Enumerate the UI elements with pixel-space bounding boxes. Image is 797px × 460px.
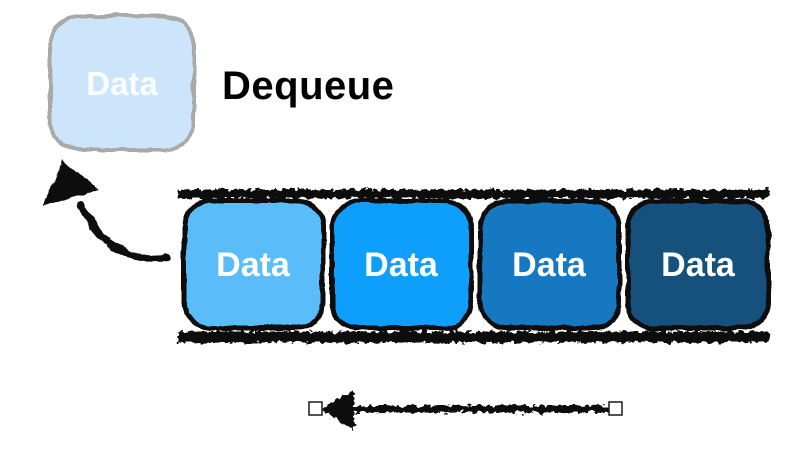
- dequeued-data-label: Data: [86, 65, 158, 102]
- arrow-endpoint-handle-right[interactable]: [608, 401, 623, 416]
- queue-data-box-1: [181, 198, 326, 331]
- arrow-endpoint-handle-left[interactable]: [308, 401, 323, 416]
- queue-data-label-3: Data: [512, 246, 587, 284]
- queue-data-box-3: [477, 198, 622, 331]
- queue-data-label-1: Data: [216, 246, 291, 284]
- queue-data-box-2: [329, 198, 474, 331]
- dequeued-data-box: [48, 14, 196, 152]
- dequeue-arrowhead: [42, 161, 99, 207]
- dequeue-arrow-shaft: [77, 200, 171, 263]
- diagram-title: Dequeue: [222, 64, 394, 108]
- queue-data-label-2: Data: [364, 246, 439, 284]
- curved-arrow-up-left-icon: [42, 161, 171, 263]
- direction-arrowhead: [321, 389, 354, 430]
- queue-data-box-4: [625, 198, 771, 331]
- queue-data-label-4: Data: [661, 246, 736, 284]
- arrow-left-icon: [321, 389, 611, 430]
